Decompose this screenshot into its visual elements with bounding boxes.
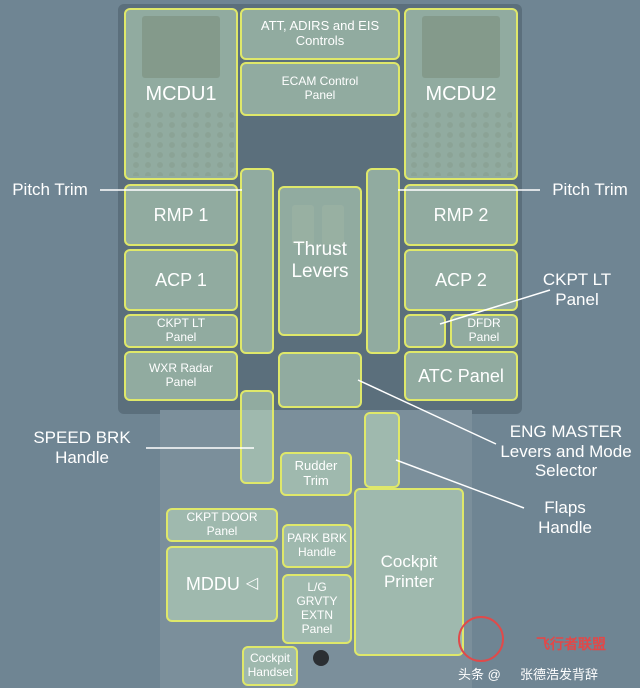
watermark-brand: 飞行者联盟 bbox=[536, 636, 606, 652]
mddu-panel[interactable]: MDDU ◁ bbox=[166, 546, 278, 622]
park-brk-handle[interactable]: PARK BRK Handle bbox=[282, 524, 352, 568]
cockpit-handset[interactable]: Cockpit Handset bbox=[242, 646, 298, 686]
mcdu1-label: MCDU1 bbox=[145, 82, 217, 105]
ckpt-door-label: CKPT DOOR Panel bbox=[186, 510, 258, 538]
wxr-radar-panel[interactable]: WXR Radar Panel bbox=[124, 351, 238, 401]
callout-eng-master: ENG MASTER Levers and Mode Selector bbox=[500, 422, 632, 481]
mcdu1-panel[interactable]: MCDU1 bbox=[124, 8, 238, 180]
leader-flaps bbox=[395, 459, 525, 509]
lg-grvty-label: L/G GRVTY EXTN Panel bbox=[296, 580, 338, 636]
acp2-panel[interactable]: ACP 2 bbox=[404, 249, 518, 311]
dfdr-label: DFDR Panel bbox=[467, 316, 501, 344]
callout-speed-brk: SPEED BRK Handle bbox=[33, 428, 131, 467]
rudder-trim-panel[interactable]: Rudder Trim bbox=[280, 452, 352, 496]
dfdr-panel[interactable]: DFDR Panel bbox=[450, 314, 518, 348]
handset-knob bbox=[313, 650, 329, 666]
atc-label: ATC Panel bbox=[418, 365, 504, 386]
att-adirs-label: ATT, ADIRS and EIS Controls bbox=[260, 18, 380, 48]
callout-pitch-trim-right: Pitch Trim bbox=[552, 180, 628, 199]
callout-pitch-trim-left: Pitch Trim bbox=[12, 180, 88, 199]
lg-grvty-extn-panel[interactable]: L/G GRVTY EXTN Panel bbox=[282, 574, 352, 644]
callout-flaps: Flaps Handle bbox=[538, 498, 592, 537]
eng-master-panel[interactable] bbox=[278, 352, 362, 408]
mddu-label: MDDU bbox=[185, 573, 240, 594]
ckpt-door-panel[interactable]: CKPT DOOR Panel bbox=[166, 508, 278, 542]
pitch-trim-wheel-left[interactable] bbox=[240, 168, 274, 354]
leader-eng-master bbox=[357, 379, 497, 445]
ecam-control-panel[interactable]: ECAM Control Panel bbox=[240, 62, 400, 116]
acp1-label: ACP 1 bbox=[155, 269, 207, 290]
pitch-trim-wheel-right[interactable] bbox=[366, 168, 400, 354]
thrust-levers[interactable]: Thrust Levers bbox=[278, 186, 362, 336]
ckpt-lt-left-label: CKPT LT Panel bbox=[156, 316, 206, 344]
ckpt-lt-panel-right[interactable] bbox=[404, 314, 446, 348]
leader-ckpt-lt bbox=[439, 289, 551, 325]
watermark-left: 头条 @ bbox=[458, 667, 501, 682]
rmp2-panel[interactable]: RMP 2 bbox=[404, 184, 518, 246]
rmp2-label: RMP 2 bbox=[433, 204, 489, 225]
acp2-label: ACP 2 bbox=[435, 269, 487, 290]
flaps-handle[interactable] bbox=[364, 412, 400, 488]
printer-label: Cockpit Printer bbox=[380, 552, 438, 591]
rmp1-label: RMP 1 bbox=[153, 204, 209, 225]
triangle-icon: ◁ bbox=[245, 574, 259, 592]
acp1-panel[interactable]: ACP 1 bbox=[124, 249, 238, 311]
park-brk-label: PARK BRK Handle bbox=[287, 531, 347, 559]
att-adirs-eis-panel[interactable]: ATT, ADIRS and EIS Controls bbox=[240, 8, 400, 60]
thrust-label: Thrust Levers bbox=[291, 239, 349, 282]
handset-label: Cockpit Handset bbox=[247, 651, 293, 679]
watermark-right: 张德浩发背辞 bbox=[520, 667, 599, 682]
rmp1-panel[interactable]: RMP 1 bbox=[124, 184, 238, 246]
atc-panel[interactable]: ATC Panel bbox=[404, 351, 518, 401]
speed-brk-handle[interactable] bbox=[240, 390, 274, 484]
callout-ckpt-lt: CKPT LT Panel bbox=[542, 270, 612, 309]
cockpit-printer[interactable]: Cockpit Printer bbox=[354, 488, 464, 656]
mcdu2-panel[interactable]: MCDU2 bbox=[404, 8, 518, 180]
ecam-label: ECAM Control Panel bbox=[281, 74, 359, 102]
wxr-label: WXR Radar Panel bbox=[148, 361, 213, 389]
rudder-label: Rudder Trim bbox=[294, 458, 338, 488]
watermark-logo bbox=[458, 616, 504, 662]
ckpt-lt-panel-left[interactable]: CKPT LT Panel bbox=[124, 314, 238, 348]
mcdu2-label: MCDU2 bbox=[425, 82, 497, 105]
